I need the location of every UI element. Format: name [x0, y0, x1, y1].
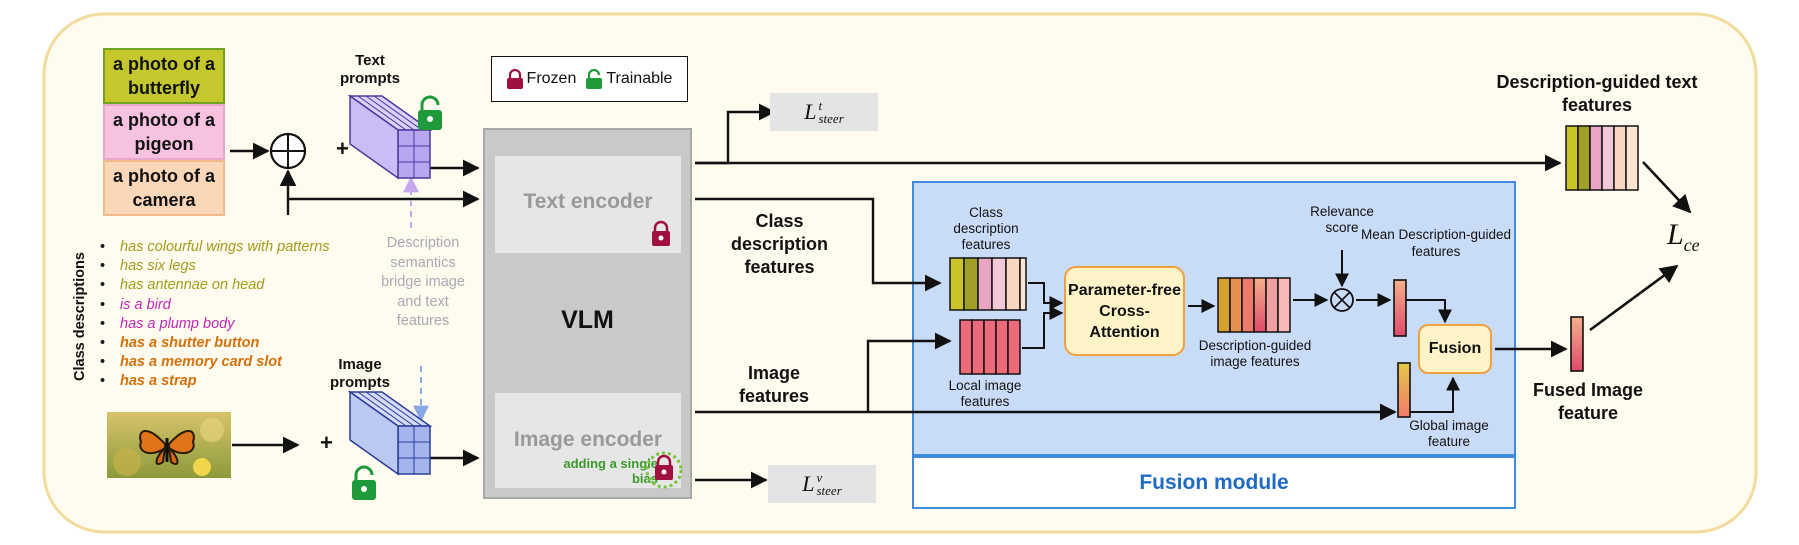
text-prompts-tensor-icon [347, 94, 433, 180]
text-encoder-box [495, 156, 681, 253]
vlm-title: VLM [561, 306, 614, 334]
description-text: has a memory card slot [120, 354, 282, 371]
input-image-butterfly [107, 412, 231, 478]
multiply-operator-icon [1330, 288, 1354, 312]
concat-operator-icon [269, 132, 307, 170]
description-text: has a shutter button [120, 335, 260, 352]
fusion-module-title: Fusion module [912, 456, 1516, 509]
fm-class-desc-label: Class description features [953, 205, 1019, 252]
to-text-steer-arrow [695, 103, 776, 165]
fusion-module-area [912, 181, 1516, 456]
fm-relevance-label: Relevance score [1310, 204, 1374, 235]
class-prompt-butterfly: a photo of a butterfly [103, 48, 225, 104]
description-list: • has colourful wings with patterns • has s… [100, 238, 330, 392]
ce-loss-base: L [1667, 218, 1684, 251]
image-steer-sup: v [816, 470, 823, 485]
to-local-features-arrow [866, 332, 952, 412]
frozen-legend-icon [506, 69, 523, 89]
pfca-input-arrows [1022, 282, 1216, 349]
bullet-icon: • [100, 373, 106, 390]
frozen-lock-icon [655, 454, 673, 480]
fused-image-label: Fused Image feature [1532, 380, 1644, 423]
description-item: • has six legs [100, 257, 330, 276]
description-text: has colourful wings with patterns [120, 239, 330, 255]
text-steer-sub: steer [818, 111, 844, 126]
bridge-note: Description semantics bridge image and t… [381, 235, 465, 329]
desc-guided-text-feature-bar [1565, 125, 1639, 191]
description-item: • has a shutter button [100, 334, 330, 353]
frozen-lock-icon [652, 220, 670, 246]
fm-desc-guided-img-label: Description-guided image features [1198, 338, 1312, 369]
bullet-icon: • [100, 296, 106, 313]
ce-loss-sub: ce [1683, 235, 1700, 255]
desc-guided-text-label: Description-guided text features [1496, 72, 1698, 115]
trainable-lock-icon [418, 95, 442, 130]
plus-sign-image: + [320, 430, 333, 455]
to-class-desc-features-arrow [695, 197, 942, 292]
description-item: • has a strap [100, 372, 330, 391]
fm-mean-desc-label: Mean Description-guided features [1360, 227, 1512, 259]
description-item: • has a plump body [100, 315, 330, 334]
image-prompts-label: Image prompts [330, 356, 390, 391]
text-encoder-label: Text encoder [523, 190, 653, 213]
frozen-legend-label: Frozen [526, 70, 577, 87]
global-image-feature-bar [1397, 362, 1411, 418]
image-features-label: Image features [738, 363, 810, 406]
input-arrows [230, 142, 480, 467]
bullet-icon: • [100, 315, 106, 332]
relevance-arrows [1293, 250, 1460, 413]
class-prompt-pigeon: a photo of a pigeon [103, 104, 225, 160]
text-steer-sup: t [818, 98, 823, 113]
description-text: has a strap [120, 373, 197, 390]
image-encoder-box [495, 393, 681, 488]
bias-note: adding a single bias [563, 456, 658, 486]
local-image-feature-bar [959, 319, 1021, 375]
bullet-icon: • [100, 277, 106, 294]
fm-local-img-label: Local image features [948, 378, 1022, 409]
ce-loss: Lce [1667, 218, 1700, 256]
loss-arrows [1589, 161, 1692, 332]
class-prompt-camera: a photo of a camera [103, 160, 225, 216]
image-prompts-tensor-icon [347, 390, 433, 476]
description-item: • is a bird [100, 296, 330, 315]
image-steer-base: L [802, 471, 815, 496]
fusion-block: Fusion [1418, 324, 1492, 374]
text-prompts-label: Text prompts [340, 52, 400, 87]
description-item: • has colourful wings with patterns [100, 238, 330, 257]
class-desc-feature-bar [949, 257, 1027, 311]
description-item: • has antennae on head [100, 276, 330, 295]
description-text: has six legs [120, 258, 196, 275]
plus-sign-text: + [336, 136, 349, 161]
vlm-output-arrows [695, 103, 1562, 489]
fused-image-feature-bar [1570, 316, 1584, 372]
fm-global-img-label: Global image feature [1409, 418, 1489, 449]
image-encoder-label: Image encoder [513, 428, 663, 451]
text-steer-base: L [804, 99, 817, 124]
class-descriptions-label: Class descriptions [72, 252, 88, 381]
pfca-block: Parameter-free Cross-Attention [1064, 266, 1185, 356]
description-item: • has a memory card slot [100, 353, 330, 372]
mean-desc-feature-bar [1393, 279, 1407, 337]
trainable-legend-label: Trainable [606, 70, 673, 87]
class-desc-features-label: Class description features [730, 211, 828, 277]
description-text: is a bird [120, 296, 171, 313]
bullet-icon: • [100, 354, 106, 371]
trainable-lock-icon [352, 465, 376, 500]
bias-highlight-circle [645, 451, 683, 489]
trainable-legend-icon [586, 69, 603, 89]
description-text: has a plump body [120, 315, 235, 332]
lock-legend: Frozen Trainable [491, 56, 688, 102]
bullet-icon: • [100, 258, 106, 275]
image-steer-sub: steer [816, 483, 842, 498]
desc-guided-image-feature-bar [1217, 277, 1291, 333]
bullet-icon: • [100, 335, 106, 352]
description-text: has antennae on head [120, 277, 265, 294]
bullet-icon: • [100, 239, 106, 255]
